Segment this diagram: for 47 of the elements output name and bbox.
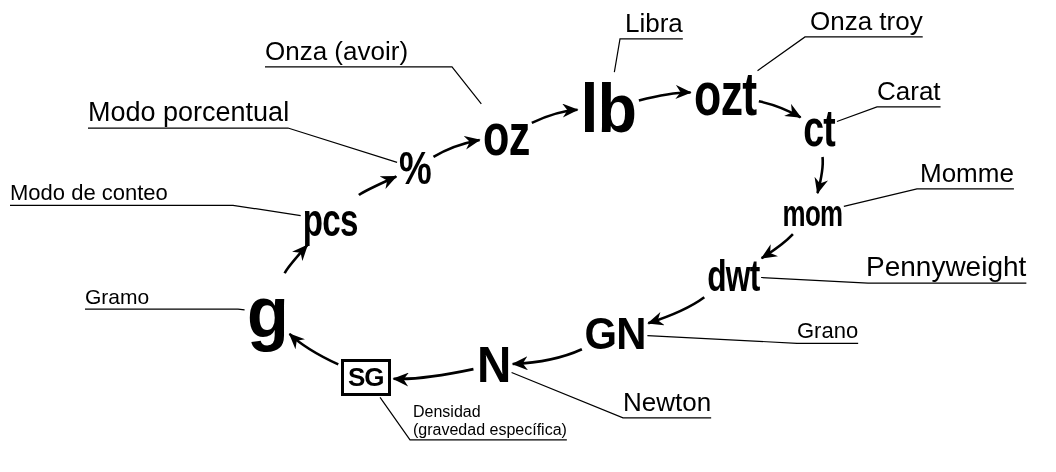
unit-symbol: ct (803, 102, 836, 154)
boxed-unit-symbol: SG (341, 358, 391, 396)
leader-line (836, 106, 942, 123)
leader-line (87, 127, 398, 163)
unit-symbol: GN (584, 312, 646, 356)
arrow (392, 367, 474, 387)
unit-label: Modo de conteo (10, 180, 168, 206)
unit-label: Densidad (413, 403, 482, 422)
unit-symbol: N (476, 340, 510, 390)
unit-symbol: oz (482, 105, 530, 165)
leader-line (760, 276, 1027, 284)
arrow (760, 233, 794, 260)
leader-line (9, 204, 302, 217)
arrow (432, 136, 481, 158)
unit-label: Onza troy (810, 7, 923, 37)
unit-symbol: lb (580, 74, 636, 142)
arrow (511, 348, 583, 371)
arrow (358, 175, 398, 197)
unit-label: Gramo (85, 285, 150, 310)
unit-symbol: dwt (706, 254, 760, 298)
leader-line (756, 36, 924, 72)
leader-line (510, 371, 712, 419)
arrow (638, 85, 692, 102)
leader-line (646, 335, 859, 344)
unit-symbol: mom (782, 196, 842, 232)
unit-label: Carat (877, 77, 941, 107)
leader-line (843, 188, 1015, 207)
unit-label: Grano (797, 318, 859, 344)
arrow (283, 244, 309, 274)
unit-label: (gravedad específica) (413, 421, 567, 440)
leader-line (84, 308, 246, 311)
arrow (647, 296, 706, 326)
unit-symbol: % (399, 145, 431, 191)
arrow (814, 156, 828, 195)
unit-symbol: ozt (693, 63, 756, 125)
unit-label: Momme (920, 159, 1014, 189)
leader-line (613, 38, 684, 73)
unit-label: Pennyweight (866, 251, 1027, 284)
arrow (758, 100, 802, 119)
leader-line (379, 396, 568, 441)
unit-label: Onza (avoir) (265, 37, 409, 67)
unit-label: Modo porcentual (88, 97, 290, 129)
arrow (288, 332, 339, 366)
unit-label: Libra (625, 9, 683, 39)
leader-line (264, 66, 482, 105)
unit-label: Newton (623, 388, 712, 418)
arrow (531, 103, 579, 124)
